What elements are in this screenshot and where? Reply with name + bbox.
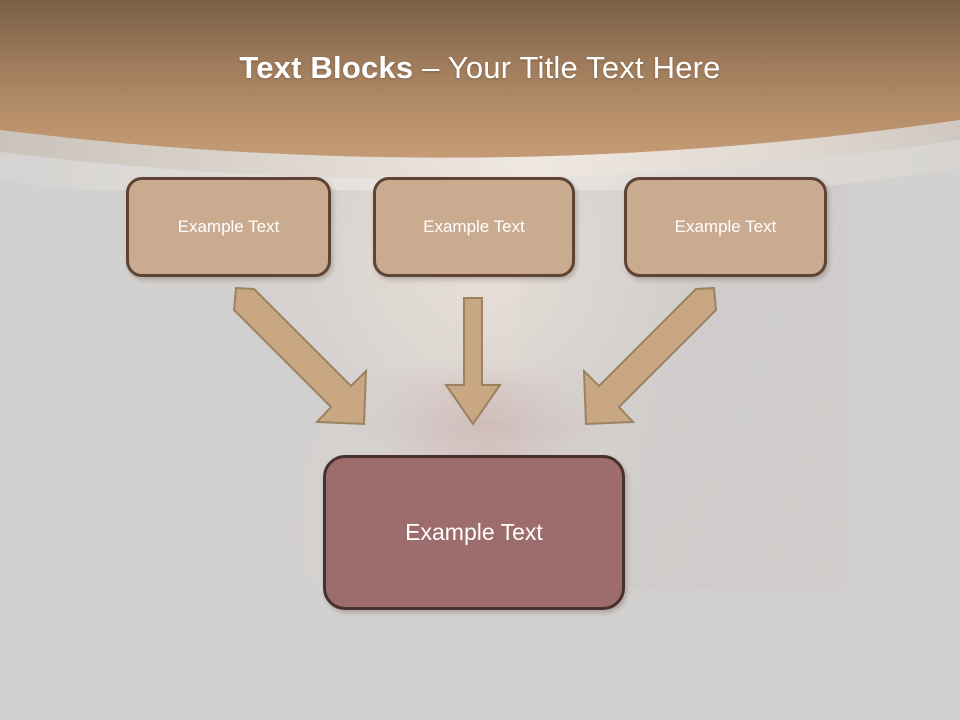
text-block-top-3[interactable]: Example Text	[624, 177, 827, 277]
text-block-top-2[interactable]: Example Text	[373, 177, 575, 277]
text-block-top-3-label: Example Text	[674, 217, 777, 236]
slide-header-band: Text Blocks – Your Title Text Here	[0, 0, 960, 190]
text-block-top-1-label: Example Text	[177, 217, 280, 236]
text-block-top-1[interactable]: Example Text	[126, 177, 331, 277]
slide-title-regular: – Your Title Text Here	[413, 50, 721, 85]
slide-title: Text Blocks – Your Title Text Here	[0, 50, 960, 86]
text-block-top-2-label: Example Text	[423, 217, 525, 236]
text-block-bottom[interactable]: Example Text	[323, 455, 625, 610]
slide-title-bold: Text Blocks	[239, 50, 414, 85]
text-block-bottom-label: Example Text	[405, 519, 543, 545]
header-arc-graphic	[0, 0, 960, 190]
